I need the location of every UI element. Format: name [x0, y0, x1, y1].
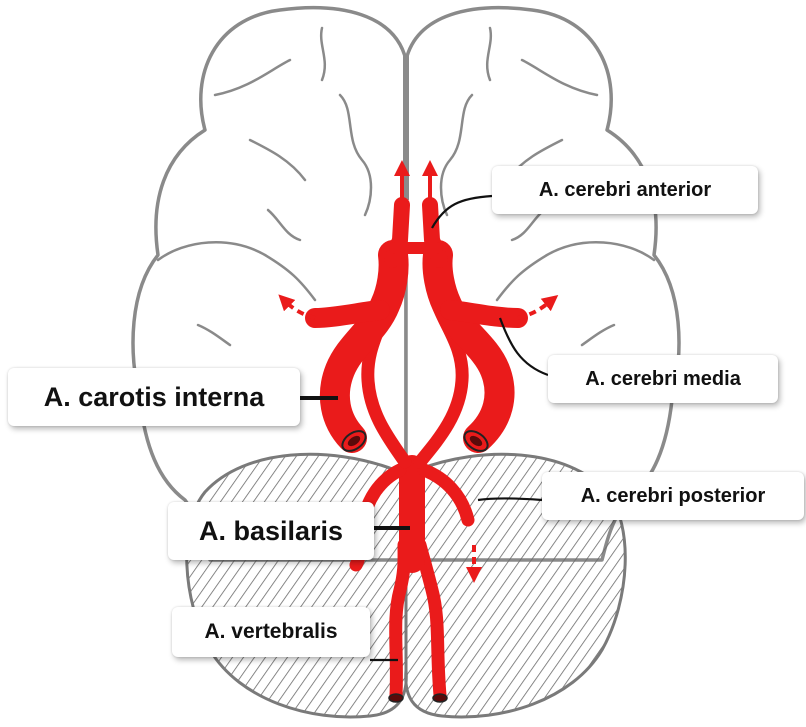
middle-cerebral-left [315, 310, 380, 318]
label-cerebri-anterior: A. cerebri anterior [492, 166, 758, 214]
label-basilaris: A. basilaris [168, 502, 374, 560]
label-cerebri-media: A. cerebri media [548, 355, 778, 403]
label-vertebralis: A. vertebralis [172, 607, 370, 657]
label-carotis-interna: A. carotis interna [8, 368, 300, 426]
middle-cerebral-right [450, 310, 518, 318]
label-cerebri-posterior: A. cerebri posterior [542, 472, 804, 520]
